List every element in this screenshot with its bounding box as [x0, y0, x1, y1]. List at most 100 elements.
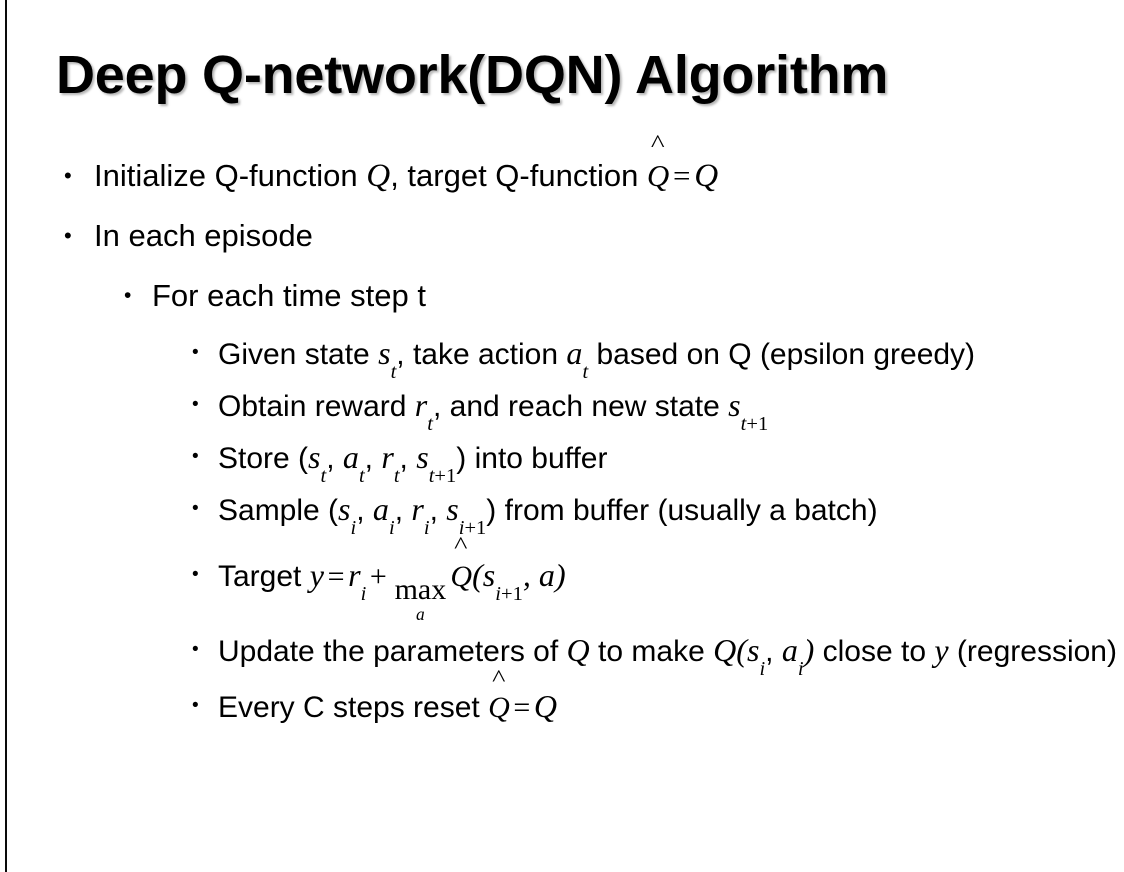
text-segment: ,	[326, 442, 343, 475]
math-subscript: t	[582, 360, 589, 383]
math-paren-open: (	[472, 557, 483, 593]
math-var: a	[342, 439, 359, 475]
math-subscript: i+1	[495, 583, 523, 605]
math-paren-open: (	[736, 632, 747, 669]
math-y: y	[934, 632, 949, 669]
text-segment: Given state	[218, 338, 379, 371]
math-max-label: max	[394, 572, 447, 606]
bullet-marker-level1: •	[64, 223, 72, 248]
math-a: a	[538, 557, 555, 593]
math-var: a	[781, 632, 798, 669]
text-segment: ,	[356, 494, 373, 527]
slide-body: • Initialize Q-function Q, target Q-func…	[0, 146, 1124, 735]
text-segment: Store (	[218, 442, 309, 475]
math-a-i: ai	[781, 632, 804, 679]
math-subscript-offset: +1	[746, 412, 769, 435]
math-var: s	[446, 491, 459, 527]
text-segment: Update the parameters of	[218, 635, 567, 669]
bullet-store-tuple: • Store (st, at, rt, st+1) into buffer	[0, 434, 1124, 486]
math-var: r	[348, 557, 361, 593]
bullet-marker-level3: •	[192, 342, 199, 363]
text-segment: ) into buffer	[456, 442, 608, 475]
math-s-i: si	[747, 632, 765, 679]
math-q-hat: Q	[450, 548, 472, 606]
bullet-in-each-episode: • In each episode	[0, 206, 1124, 266]
text-segment: , target Q-function	[390, 158, 647, 193]
bullet-reset-target-network-text: Every C steps reset Q=Q	[218, 679, 1098, 735]
text-segment: Obtain reward	[218, 390, 415, 423]
math-q: Q	[533, 688, 558, 725]
text-segment: Sample (	[218, 494, 339, 527]
math-subscript: i	[388, 516, 395, 539]
text-segment: close to	[814, 635, 935, 669]
text-segment: based on Q (epsilon greedy)	[588, 338, 976, 371]
math-equals: =	[513, 691, 531, 725]
math-s-t: st	[378, 335, 396, 382]
math-subscript: i	[360, 582, 367, 605]
page-title: Deep Q-network(DQN) Algorithm	[56, 45, 889, 105]
bullet-update-parameters: • Update the parameters of Q to make Q(s…	[0, 627, 1124, 679]
text-segment: Every C steps reset	[218, 691, 489, 725]
math-r-i: ri	[348, 557, 366, 604]
text-segment: ,	[399, 442, 417, 475]
math-subscript: t	[393, 464, 400, 487]
bullet-for-each-time-step-text: For each time step t	[152, 278, 426, 313]
text-segment: , take action	[396, 338, 567, 371]
text-segment: , and reach new state	[432, 390, 729, 423]
text-segment: Initialize Q-function	[94, 158, 367, 193]
bullet-marker-level3: •	[192, 446, 199, 467]
bullet-given-state-text: Given state st, take action at based on …	[218, 330, 1098, 382]
bullet-initialize-text: Initialize Q-function Q, target Q-functi…	[94, 146, 1124, 206]
math-q-2: Q	[713, 632, 737, 669]
math-subscript-offset: +1	[434, 464, 457, 487]
math-subscript-offset: +1	[464, 516, 487, 539]
math-var: r	[411, 491, 424, 527]
text-segment: ,	[364, 442, 382, 475]
math-equals: =	[673, 158, 691, 193]
math-subscript: t	[358, 464, 365, 487]
math-subscript: i	[759, 657, 766, 680]
math-var: s	[308, 439, 321, 475]
bullet-target-equation-text: Target y=ri+maxaQ(si+1, a)	[218, 546, 1098, 623]
text-segment: ,	[394, 494, 412, 527]
math-y: y	[309, 557, 324, 593]
math-s-i-plus-1: si+1	[446, 491, 486, 538]
math-paren-close: )	[554, 557, 566, 593]
math-q: Q	[366, 157, 391, 194]
bullet-obtain-reward-text: Obtain reward rt, and reach new state st…	[218, 382, 1098, 434]
math-plus: +	[369, 560, 387, 593]
math-var: a	[566, 335, 583, 371]
math-a-i: ai	[373, 491, 395, 538]
math-s-t-plus-1: st+1	[728, 387, 768, 434]
bullet-sample-tuple-text: Sample (si, ai, ri, si+1) from buffer (u…	[218, 486, 1124, 538]
bullet-marker-level2: •	[124, 284, 132, 307]
math-a-t: at	[566, 335, 588, 382]
math-comma: ,	[522, 557, 539, 593]
math-r-t: rt	[415, 387, 433, 434]
math-r-i: ri	[411, 491, 429, 538]
bullet-marker-level1: •	[64, 163, 72, 188]
text-segment: ,	[429, 494, 447, 527]
math-s-i-plus-1: si+1	[482, 557, 523, 604]
math-subscript: i	[350, 516, 357, 539]
math-max-underscript: a	[416, 603, 425, 624]
math-equals: =	[327, 560, 345, 593]
math-q-hat: Q	[647, 146, 669, 206]
bullet-marker-level3: •	[192, 564, 199, 585]
math-subscript-var: i	[458, 516, 465, 539]
text-segment: (regression)	[948, 635, 1117, 669]
bullet-marker-level3: •	[192, 695, 199, 717]
math-s-t-plus-1: st+1	[416, 439, 456, 486]
math-subscript-var: t	[740, 412, 747, 435]
bullet-marker-level3: •	[192, 639, 199, 661]
math-subscript: t+1	[429, 465, 457, 487]
bullet-in-each-episode-text: In each episode	[94, 218, 313, 253]
math-var: s	[378, 335, 391, 371]
math-var: s	[482, 557, 496, 593]
bullet-initialize: • Initialize Q-function Q, target Q-func…	[0, 146, 1124, 206]
math-subscript: i+1	[459, 517, 487, 539]
bullet-given-state: • Given state st, take action at based o…	[0, 330, 1124, 382]
bullet-marker-level3: •	[192, 498, 199, 519]
math-var: s	[338, 491, 351, 527]
